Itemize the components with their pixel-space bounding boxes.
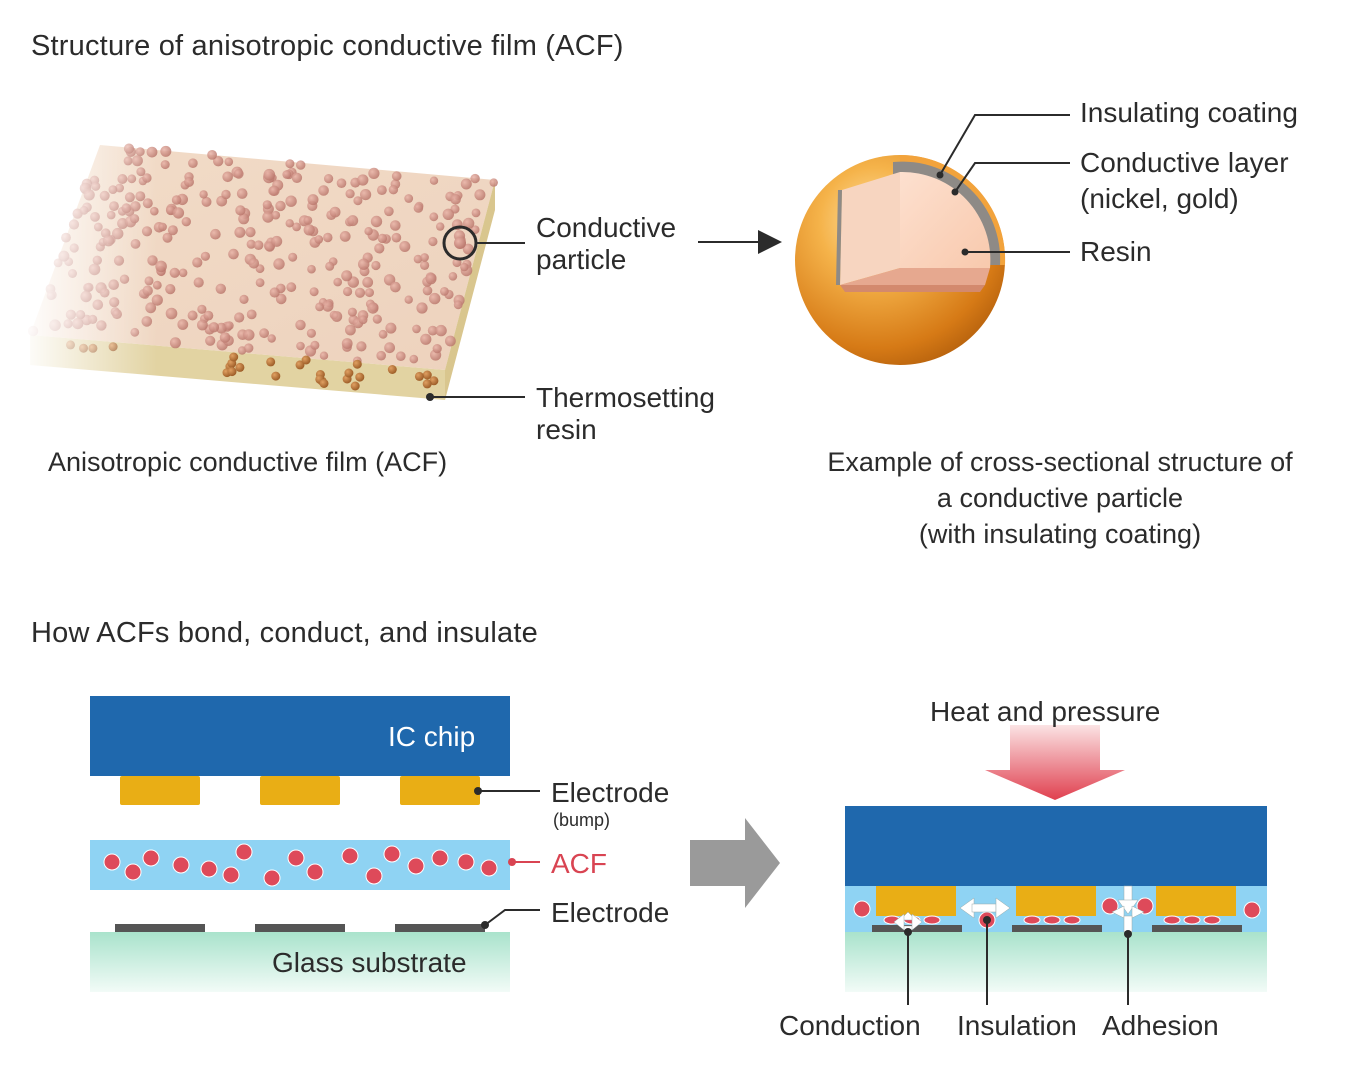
section1-title: Structure of anisotropic conductive film…: [31, 30, 624, 62]
compressed-particle: [1203, 915, 1221, 925]
acf-film: [20, 135, 510, 415]
conductive-particle-label-line2: particle: [536, 244, 627, 275]
adhesion-label: Adhesion: [1102, 1010, 1219, 1041]
acf-particle: [383, 845, 401, 863]
electrode-label: Electrode: [551, 897, 670, 928]
conduction-indicator: [893, 911, 923, 935]
acf-particle: [480, 859, 498, 877]
acf-particles: [103, 843, 498, 887]
acf-particle: [365, 867, 383, 885]
particle-caption-line2: a conductive particle: [936, 483, 1184, 513]
conduction-label: Conduction: [779, 1010, 921, 1041]
thermosetting-label-line1: Thermosetting: [536, 382, 715, 413]
electrode-leader: [484, 909, 540, 926]
bonded-glass-electrodes: [872, 925, 1242, 932]
heat-pressure-label: Heat and pressure: [930, 696, 1161, 727]
callout-particle: [454, 237, 466, 249]
conductive-layer-label-line2: (nickel, gold): [1080, 183, 1239, 214]
acf-particle: [124, 863, 142, 881]
conductive-particle-label-line1: Conductive: [536, 212, 677, 243]
ic-chip-bonded: [845, 806, 1267, 886]
insulation-label: Insulation: [957, 1010, 1077, 1041]
compressed-particle: [1063, 915, 1081, 925]
compressed-particle: [1023, 915, 1041, 925]
particle-caption-line3: (with insulating coating): [918, 519, 1202, 549]
compressed-particles: [883, 915, 1221, 925]
acf-particle: [200, 860, 218, 878]
heat-pressure-arrow: [985, 725, 1125, 800]
compressed-particle: [923, 915, 941, 925]
section2-title: How ACFs bond, conduct, and insulate: [31, 617, 538, 649]
acf-particle: [263, 869, 281, 887]
acf-particle: [341, 847, 359, 865]
acf-particle: [306, 863, 324, 881]
bump-electrodes: [120, 776, 480, 805]
thermosetting-label-line2: resin: [536, 414, 597, 445]
acf-particle: [407, 857, 425, 875]
conductive-layer-leader: [954, 162, 1070, 193]
acf-particle: [457, 853, 475, 871]
acf-particle: [172, 856, 190, 874]
glass-substrate-label: Glass substrate: [272, 947, 467, 978]
electrode-bump-label: Electrode: [551, 777, 670, 808]
glass-electrodes: [115, 924, 485, 932]
adhesion-indicator: [1111, 885, 1145, 933]
resin-label: Resin: [1080, 236, 1152, 267]
insulation-indicator: [959, 897, 1011, 919]
acf-label: ACF: [551, 848, 607, 879]
insulating-coating-leader: [939, 114, 1070, 176]
acf-particle: [287, 849, 305, 867]
process-arrow: [690, 818, 780, 908]
compressed-particle: [1163, 915, 1181, 925]
film-caption: Anisotropic conductive film (ACF): [48, 447, 448, 477]
bonded-bumps: [876, 886, 1236, 916]
particle-cross-section: [795, 154, 1006, 365]
ic-chip-label: IC chip: [388, 721, 476, 752]
insulating-coating-label: Insulating coating: [1080, 97, 1298, 128]
compressed-particle: [1183, 915, 1201, 925]
acf-particle: [431, 849, 449, 867]
compressed-particle: [1043, 915, 1061, 925]
acf-particle: [142, 849, 160, 867]
conductive-layer-label-line1: Conductive layer: [1080, 147, 1289, 178]
ic-chip: [90, 696, 510, 776]
acf-particle: [235, 843, 253, 861]
glass-substrate: [90, 932, 510, 992]
acf-particle: [222, 866, 240, 884]
particle-caption-line1: Example of cross-sectional structure of: [827, 447, 1293, 477]
bump-sub-label: (bump): [553, 810, 611, 830]
glass-substrate-bonded: [845, 932, 1267, 992]
acf-particle: [103, 853, 121, 871]
